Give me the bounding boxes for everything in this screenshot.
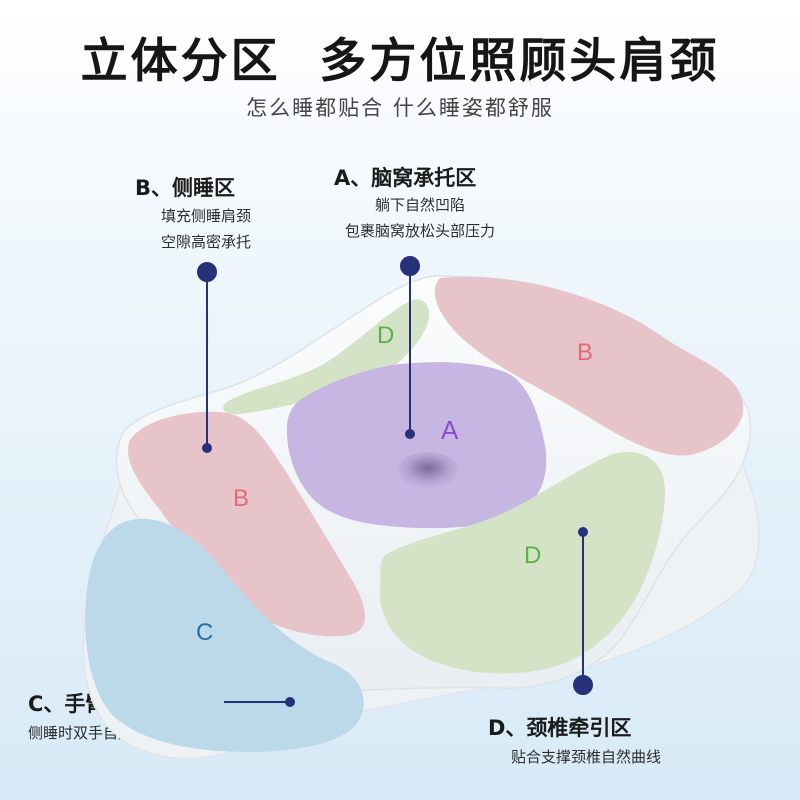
zone-a-letter: A	[441, 415, 459, 445]
zone-a-description: 躺下自然凹陷 包裹脑窝放松头部压力	[320, 192, 520, 244]
zone-b-left-pad	[128, 411, 365, 637]
zone-d-upper-pad	[223, 299, 430, 415]
zone-b-pointer-end	[202, 443, 212, 453]
zone-b-desc-line-1: 填充侧睡肩颈	[160, 207, 251, 225]
zone-a-title: A、脑窝承托区	[334, 166, 477, 190]
page-subtitle: 怎么睡都贴合 什么睡姿都舒服	[246, 96, 554, 120]
zone-a-center-pad	[286, 362, 547, 529]
zone-d-title: D、颈椎牵引区	[488, 716, 632, 740]
zone-d-lower-letter: D	[524, 542, 541, 569]
zone-d-pointer-end	[578, 527, 588, 537]
zone-d-description: 贴合支撑颈椎自然曲线	[486, 744, 686, 770]
zone-a-desc-line-1: 躺下自然凹陷	[374, 196, 465, 214]
zone-a-desc-line-2: 包裹脑窝放松头部压力	[344, 222, 495, 240]
zone-b-desc-line-2: 空隙高密承托	[160, 233, 251, 251]
zone-a-head-recess	[398, 452, 458, 488]
zone-a-pointer-end	[405, 429, 415, 439]
callout-pointers	[197, 256, 593, 707]
zone-b-right-pad	[434, 276, 744, 456]
zone-a-pointer-dot	[400, 256, 420, 276]
zone-d-pointer-dot	[573, 675, 593, 695]
zone-b-pointer-dot	[197, 262, 217, 282]
zone-c-pointer-end	[285, 697, 295, 707]
zone-b-title: B、侧睡区	[135, 176, 236, 200]
zone-d-desc-line-1: 贴合支撑颈椎自然曲线	[510, 748, 661, 766]
zone-c-arm-pad	[85, 518, 364, 752]
zone-d-lower-pad	[379, 451, 665, 674]
page-title: 立体分区 多方位照顾头肩颈	[80, 34, 720, 89]
zone-b-description: 填充侧睡肩颈 空隙高密承托	[136, 203, 276, 255]
zone-b-right-letter: B	[577, 339, 593, 366]
zone-c-letter: C	[196, 619, 213, 646]
zone-b-left-letter: B	[233, 485, 249, 512]
zone-d-upper-letter: D	[377, 322, 394, 349]
